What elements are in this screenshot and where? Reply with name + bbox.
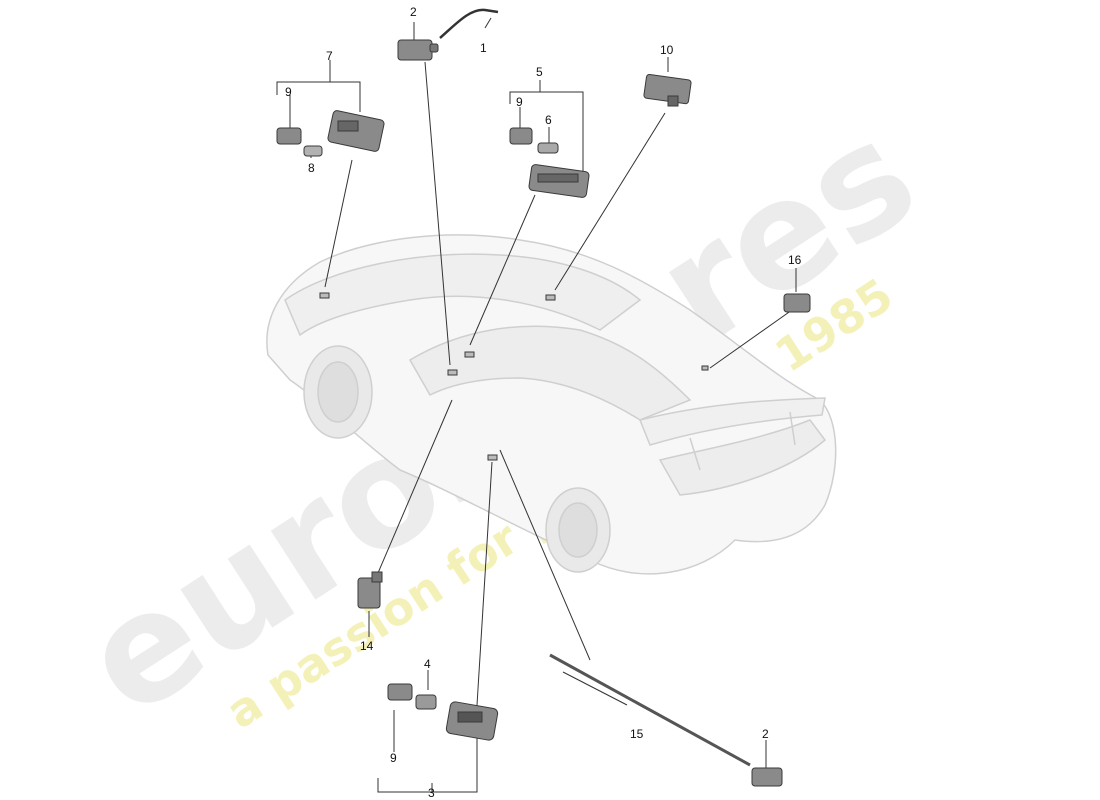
callout-9-bottom: 9 [390, 751, 397, 765]
parts [276, 8, 811, 787]
callout-14: 14 [360, 639, 374, 653]
part-10-module [643, 73, 692, 105]
callout-3: 3 [428, 786, 435, 800]
callout-1: 1 [480, 41, 487, 55]
part-4-bulb [415, 694, 437, 710]
part-2-connector [397, 39, 433, 61]
part-14-switch [357, 577, 381, 609]
callout-16: 16 [788, 253, 802, 267]
part-8-bulb [303, 145, 323, 157]
part-9-bulb-a [276, 127, 302, 145]
car-rear-three-quarter-icon [266, 234, 837, 575]
callout-8: 8 [308, 161, 315, 175]
leader-lines [276, 17, 797, 793]
callout-9-left: 9 [285, 85, 292, 99]
part-6-bulb [537, 142, 559, 154]
callout-4: 4 [424, 657, 431, 671]
callout-2-bottom: 2 [762, 727, 769, 741]
part-9-bulb-c [387, 683, 413, 701]
part-1-cable [439, 8, 499, 39]
callout-5: 5 [536, 65, 543, 79]
part-9-bulb-b [509, 127, 533, 145]
callout-6: 6 [545, 113, 552, 127]
callout-10: 10 [660, 43, 674, 57]
callout-9-mid: 9 [516, 95, 523, 109]
part-16-sensor [783, 293, 811, 313]
rod-part-15 [549, 653, 751, 767]
part-2-connector-b [751, 767, 783, 787]
callout-15: 15 [630, 727, 644, 741]
callout-7: 7 [326, 49, 333, 63]
callouts: 1 2 7 9 8 5 9 6 10 16 14 4 9 3 15 2 [285, 5, 802, 800]
callout-2-top: 2 [410, 5, 417, 19]
